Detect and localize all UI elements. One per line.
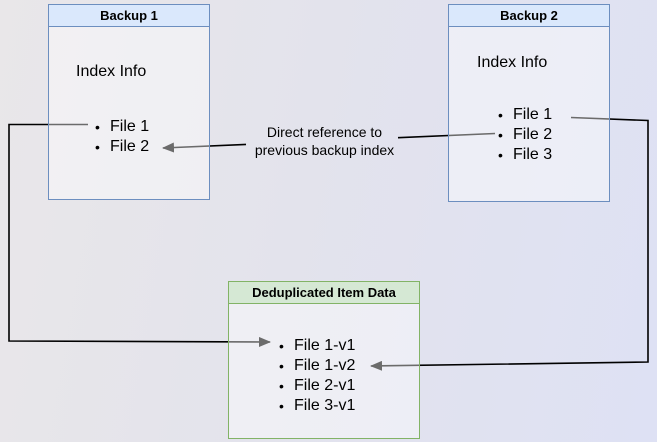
list-item: • File 1-v2 — [279, 356, 355, 376]
file-label: File 3-v1 — [294, 397, 356, 414]
list-item: • File 3 — [498, 145, 552, 165]
list-item: • File 2 — [95, 137, 149, 157]
list-item: • File 1-v1 — [279, 336, 355, 356]
bullet-icon: • — [498, 107, 503, 123]
node-deduplicated-item-data: Deduplicated Item Data • File 1-v1 • Fil… — [228, 281, 420, 439]
file-label: File 2-v1 — [294, 377, 356, 394]
node-backup-2-title: Backup 2 — [449, 5, 609, 27]
arrow-direct-reference-segment-right — [397, 132, 496, 139]
list-item: • File 2 — [498, 125, 552, 145]
file-label: File 1-v1 — [294, 337, 356, 354]
bullet-icon: • — [95, 119, 100, 135]
node-dedup-title: Deduplicated Item Data — [229, 282, 419, 304]
node-backup-1-subtitle: Index Info — [76, 63, 147, 80]
list-item: • File 1 — [498, 105, 552, 125]
bullet-icon: • — [498, 127, 503, 143]
edge-label-line-1: Direct reference to — [266, 124, 383, 140]
bullet-icon: • — [498, 147, 503, 163]
bullet-icon: • — [279, 398, 284, 414]
list-item: • File 2-v1 — [279, 376, 355, 396]
node-backup-1-title: Backup 1 — [49, 5, 209, 27]
edge-label-direct-reference: Direct reference to previous backup inde… — [242, 123, 407, 159]
node-backup-2-subtitle: Index Info — [477, 54, 548, 71]
list-item: • File 1 — [95, 117, 149, 137]
file-label: File 2 — [110, 138, 150, 155]
bullet-icon: • — [279, 358, 284, 374]
file-label: File 1 — [513, 106, 553, 123]
list-item: • File 3-v1 — [279, 396, 355, 416]
file-label: File 3 — [513, 146, 553, 163]
file-label: File 1-v2 — [294, 357, 356, 374]
arrow-direct-reference-segment-left — [162, 142, 247, 153]
node-backup-1-file-list: • File 1 • File 2 — [95, 117, 149, 157]
file-label: File 2 — [513, 126, 553, 143]
bullet-icon: • — [279, 378, 284, 394]
node-backup-2-file-list: • File 1 • File 2 • File 3 — [498, 105, 552, 165]
node-backup-1: Backup 1 Index Info • File 1 • File 2 — [48, 4, 210, 200]
node-dedup-file-list: • File 1-v1 • File 1-v2 • File 2-v1 • Fi… — [279, 336, 355, 416]
node-backup-2: Backup 2 Index Info • File 1 • File 2 • … — [448, 4, 610, 202]
bullet-icon: • — [279, 338, 284, 354]
bullet-icon: • — [95, 139, 100, 155]
edge-label-line-2: previous backup index — [254, 142, 395, 158]
file-label: File 1 — [110, 118, 150, 135]
